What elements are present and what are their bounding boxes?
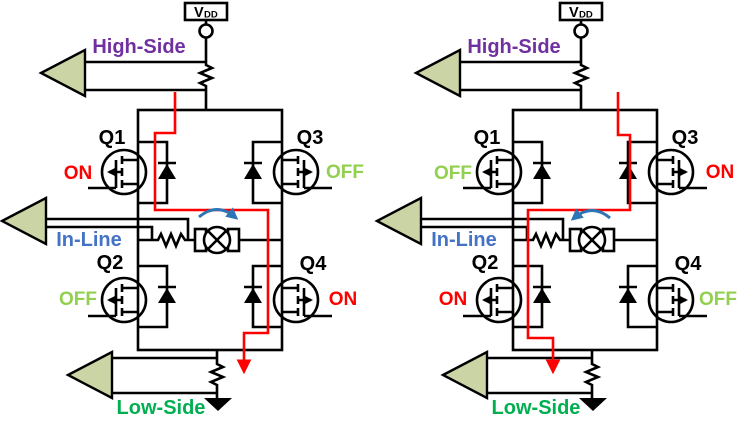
circuit-skeleton	[377, 3, 707, 411]
rotation-arrow-icon	[198, 207, 239, 220]
circuit-left: V DD High-Side In-Line Low-Side Q1 ON Q3…	[2, 3, 364, 419]
low-side-label: Low-Side	[117, 397, 206, 419]
circuit-skeleton	[2, 3, 332, 411]
q4-state: OFF	[699, 289, 737, 310]
q1-state: OFF	[434, 163, 472, 184]
q1-label: Q1	[99, 127, 126, 149]
q4-state: ON	[329, 289, 358, 310]
q3-label: Q3	[672, 127, 699, 149]
q3-label: Q3	[297, 127, 324, 149]
rotation-arrow-icon	[570, 208, 611, 221]
q4-label: Q4	[675, 253, 703, 275]
q1-label: Q1	[474, 127, 501, 149]
q1-state: ON	[64, 163, 93, 184]
q4-label: Q4	[300, 253, 328, 275]
in-line-label: In-Line	[431, 229, 497, 251]
q2-state: OFF	[59, 289, 97, 310]
high-side-label: High-Side	[92, 36, 185, 58]
circuit-right: V DD High-Side In-Line Low-Side Q1 OFF Q…	[377, 3, 737, 419]
vdd-label-sub: DD	[204, 10, 218, 21]
high-side-label: High-Side	[467, 36, 560, 58]
in-line-label: In-Line	[56, 229, 122, 251]
vdd-label-sub: DD	[579, 10, 593, 21]
q2-label: Q2	[472, 252, 499, 274]
q2-label: Q2	[97, 252, 124, 274]
q3-state: OFF	[326, 162, 364, 183]
q2-state: ON	[439, 289, 468, 310]
vdd-label: V	[569, 5, 579, 21]
q3-state: ON	[706, 162, 735, 183]
vdd-label: V	[194, 5, 204, 21]
low-side-label: Low-Side	[492, 397, 581, 419]
